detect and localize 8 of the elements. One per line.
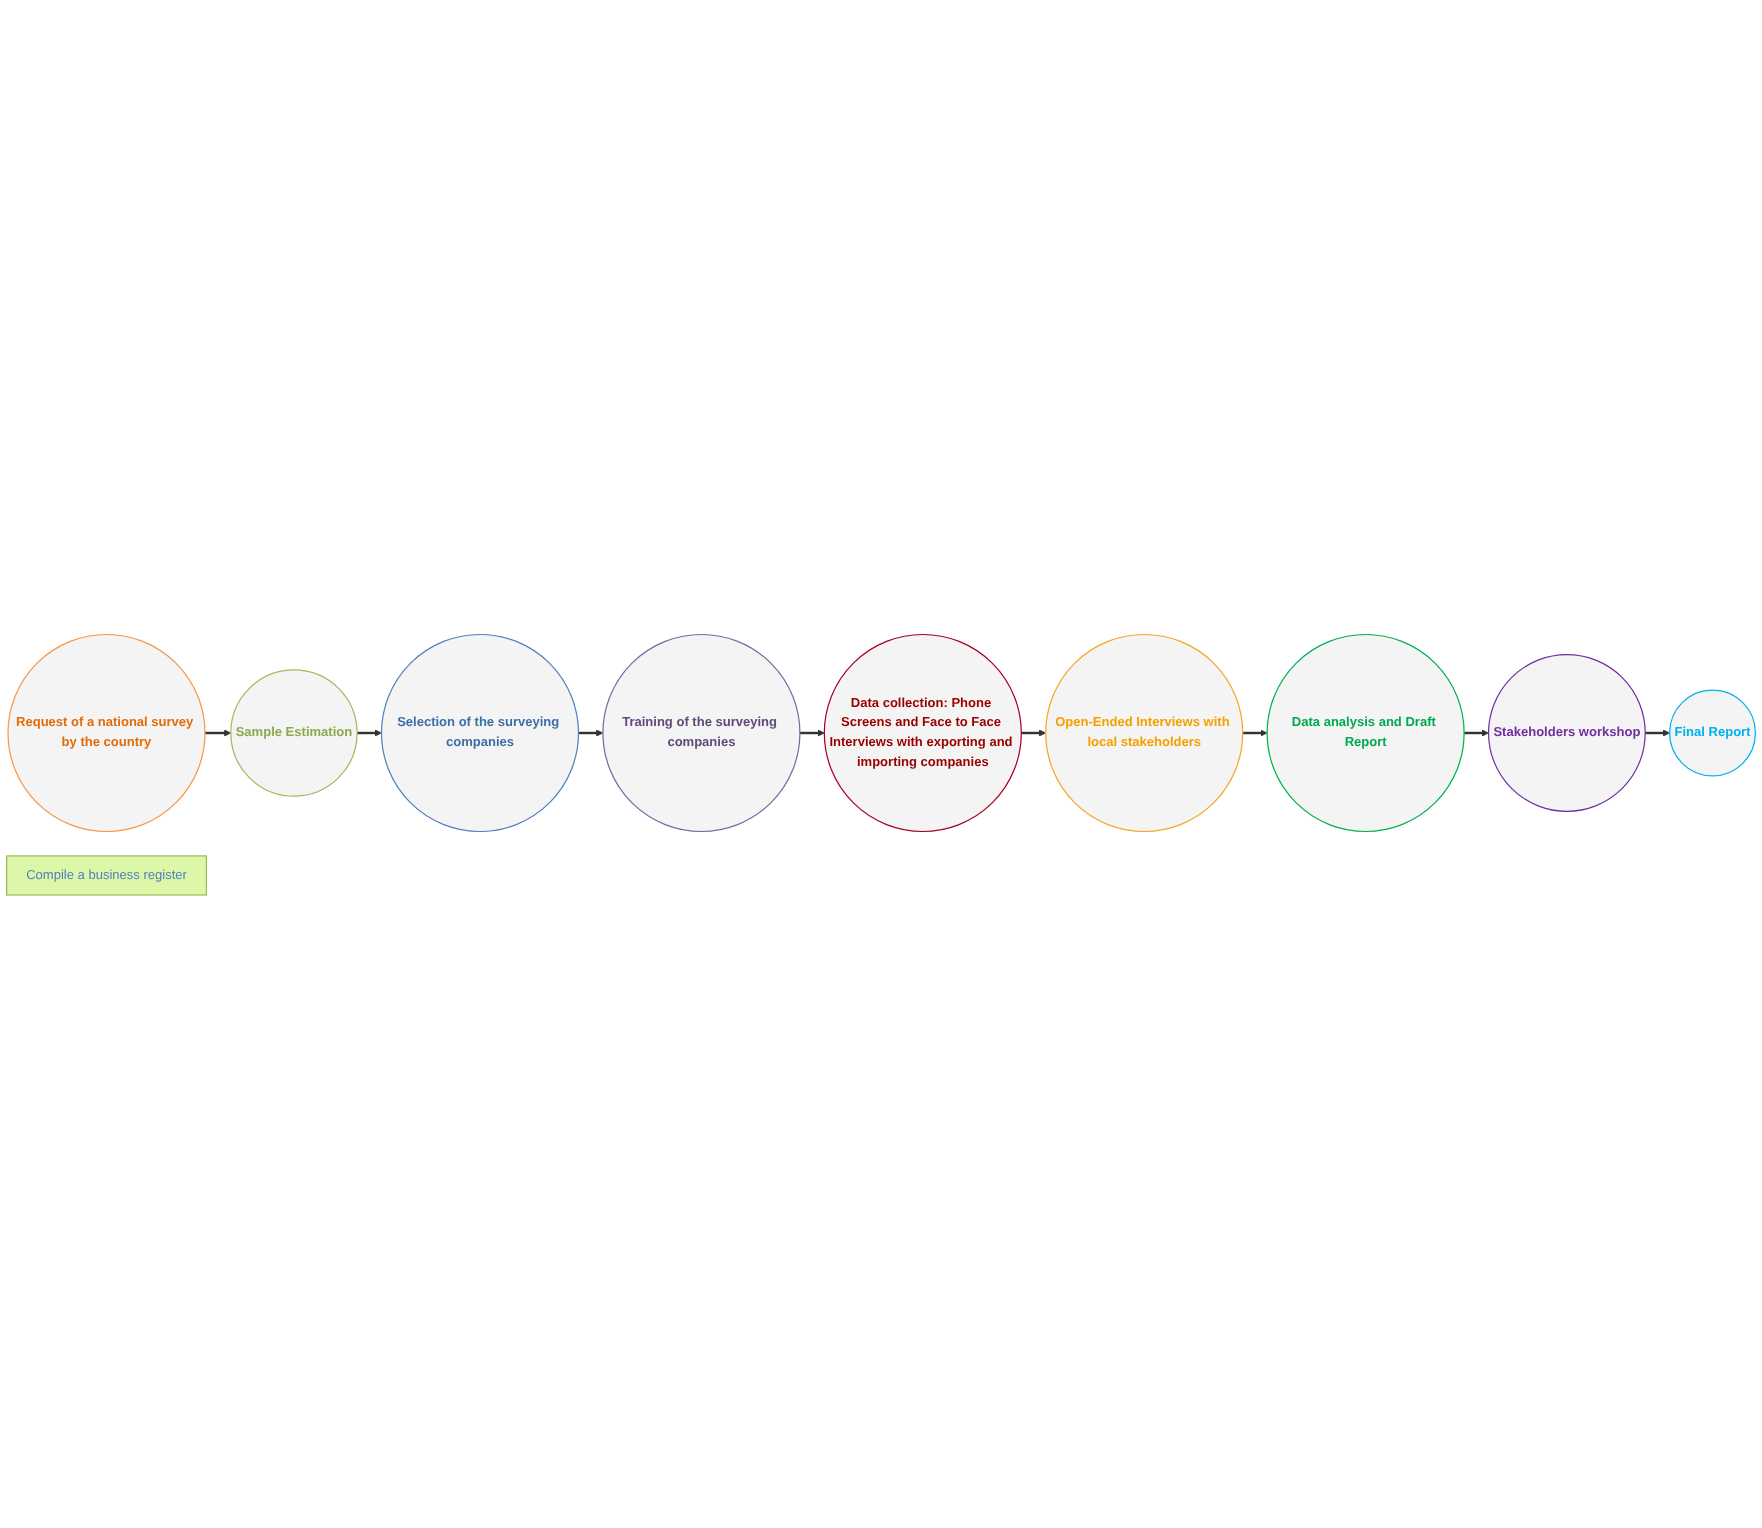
arrow bbox=[1021, 728, 1047, 736]
arrow bbox=[1645, 728, 1670, 736]
arrow bbox=[205, 728, 232, 736]
arrow bbox=[357, 728, 382, 736]
arrow bbox=[799, 728, 825, 736]
arrow bbox=[1464, 728, 1489, 736]
arrow bbox=[578, 728, 604, 736]
arrow bbox=[1242, 728, 1268, 736]
